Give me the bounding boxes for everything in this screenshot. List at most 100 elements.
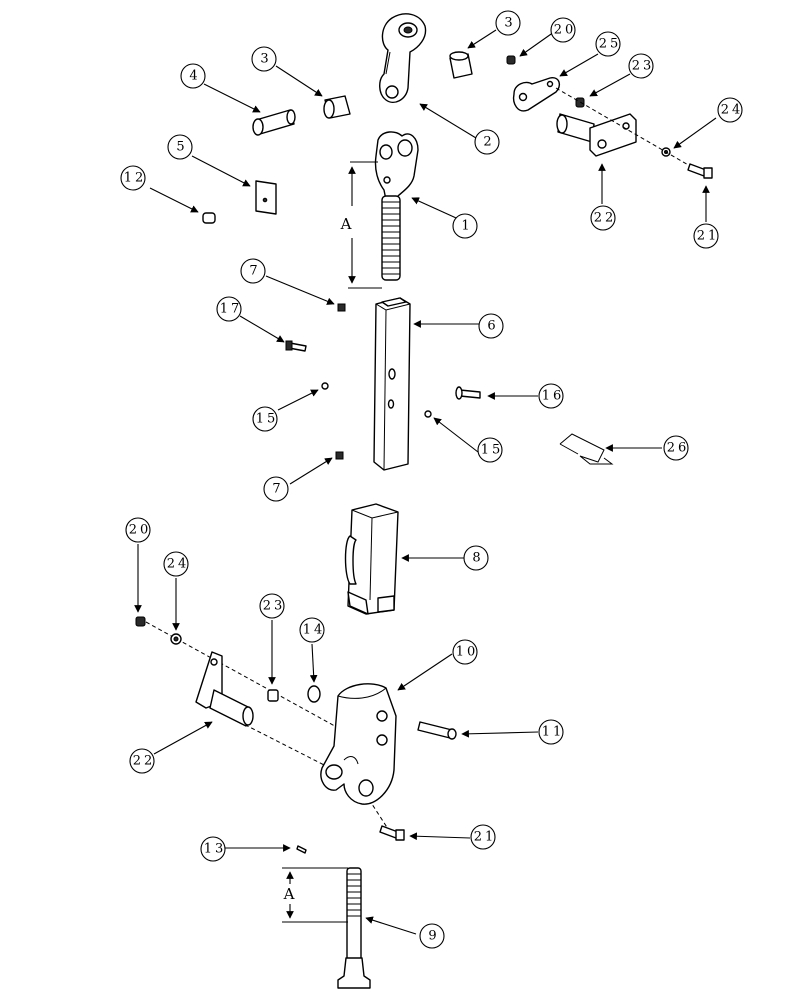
svg-text:12: 12 <box>124 171 147 186</box>
part-screw-12 <box>202 212 216 224</box>
callout-15-right: 15 <box>477 437 504 463</box>
callout-13: 13 <box>200 836 227 862</box>
svg-text:11: 11 <box>542 725 565 740</box>
part-screw-17 <box>285 340 307 352</box>
svg-text:14: 14 <box>303 623 326 638</box>
callout-22-top: 22 <box>590 205 617 231</box>
svg-text:3: 3 <box>504 16 515 31</box>
svg-text:15: 15 <box>256 412 279 427</box>
callout-23-lower: 23 <box>259 593 286 619</box>
callout-20-top: 20 <box>550 17 577 43</box>
part-threaded-eye <box>374 131 419 281</box>
part-pin-plate-lower <box>195 651 254 727</box>
svg-text:21: 21 <box>697 229 720 244</box>
svg-text:22: 22 <box>594 211 617 226</box>
svg-text:17: 17 <box>220 302 243 317</box>
callout-23-top: 23 <box>628 53 655 79</box>
svg-text:26: 26 <box>667 441 690 456</box>
part-t-bolt <box>337 867 371 989</box>
dashed-axis-top <box>555 87 691 167</box>
svg-text:25: 25 <box>599 37 622 52</box>
svg-text:21: 21 <box>474 830 497 845</box>
svg-text:5: 5 <box>176 140 187 155</box>
svg-text:8: 8 <box>472 551 483 566</box>
callout-21-top: 21 <box>693 223 720 249</box>
callout-12: 12 <box>120 165 147 191</box>
callout-4: 4 <box>180 63 206 89</box>
part-nut-7-lower <box>335 451 344 460</box>
svg-text:10: 10 <box>456 645 479 660</box>
callout-15-left: 15 <box>252 406 279 432</box>
part-ball-15-right <box>424 410 432 418</box>
callout-5: 5 <box>167 134 193 160</box>
svg-text:16: 16 <box>542 389 565 404</box>
part-bushing-left <box>323 95 351 119</box>
part-bushing-top <box>449 51 473 79</box>
callout-24-lower: 24 <box>163 551 190 577</box>
dimension-label-upper: A <box>340 215 352 233</box>
part-link-plate <box>512 77 561 112</box>
callout-20-lower: 20 <box>125 517 152 543</box>
callout-3-top: 3 <box>495 10 521 36</box>
part-square-tube <box>373 297 411 471</box>
dimension-label-lower: A <box>283 885 295 903</box>
callout-25: 25 <box>595 31 622 57</box>
callout-leaders <box>134 29 717 935</box>
part-roll-pin-13 <box>296 845 307 854</box>
part-plate <box>255 180 277 215</box>
svg-text:13: 13 <box>204 842 227 857</box>
svg-text:9: 9 <box>428 929 439 944</box>
svg-text:24: 24 <box>167 557 190 572</box>
part-hitch-housing <box>320 683 397 805</box>
callout-10: 10 <box>452 639 479 665</box>
callout-26: 26 <box>663 435 690 461</box>
callout-11: 11 <box>538 719 565 745</box>
part-ring-14 <box>307 685 321 703</box>
callout-8: 8 <box>463 545 489 571</box>
part-washer-24-lower <box>170 633 182 645</box>
part-spring-clip <box>559 433 614 465</box>
part-bolt-21-top <box>687 163 713 179</box>
svg-text:7: 7 <box>249 264 260 279</box>
svg-text:23: 23 <box>263 599 286 614</box>
svg-text:20: 20 <box>129 523 152 538</box>
callout-22-lower: 22 <box>129 748 156 774</box>
svg-text:22: 22 <box>133 754 156 769</box>
part-pin-11 <box>417 721 457 740</box>
part-nut-20-lower <box>135 616 146 627</box>
part-pin-plate-top <box>556 113 637 157</box>
part-bolt-21-lower <box>379 825 405 841</box>
svg-text:15: 15 <box>481 443 504 458</box>
callout-2: 2 <box>474 129 500 155</box>
svg-text:2: 2 <box>483 135 494 150</box>
part-nut-7-upper <box>337 303 346 312</box>
svg-text:7: 7 <box>272 482 283 497</box>
callout-6: 6 <box>478 313 504 339</box>
callout-9: 9 <box>419 923 445 949</box>
part-pin-16 <box>455 386 481 400</box>
svg-text:3: 3 <box>260 52 271 67</box>
svg-text:4: 4 <box>189 69 200 84</box>
callout-16: 16 <box>538 383 565 409</box>
callout-17: 17 <box>216 296 243 322</box>
svg-text:24: 24 <box>721 103 744 118</box>
callout-7-lower: 7 <box>263 476 289 502</box>
part-ball-15-left <box>321 382 329 390</box>
svg-text:1: 1 <box>461 219 472 234</box>
part-pin <box>252 109 296 136</box>
part-sleeve <box>344 503 399 615</box>
svg-text:6: 6 <box>487 319 498 334</box>
callout-1: 1 <box>452 213 478 239</box>
svg-text:23: 23 <box>632 59 655 74</box>
dimension-lower: A <box>282 867 348 923</box>
callout-14: 14 <box>299 617 326 643</box>
svg-text:20: 20 <box>554 23 577 38</box>
callout-24-top: 24 <box>717 97 744 123</box>
callout-3-left: 3 <box>251 46 277 72</box>
part-spacer-23-lower <box>267 689 279 702</box>
part-rocker-link <box>379 13 427 104</box>
part-nut-20-top <box>506 55 516 65</box>
callout-21-lower: 21 <box>470 824 497 850</box>
dimension-upper: A <box>340 161 382 289</box>
